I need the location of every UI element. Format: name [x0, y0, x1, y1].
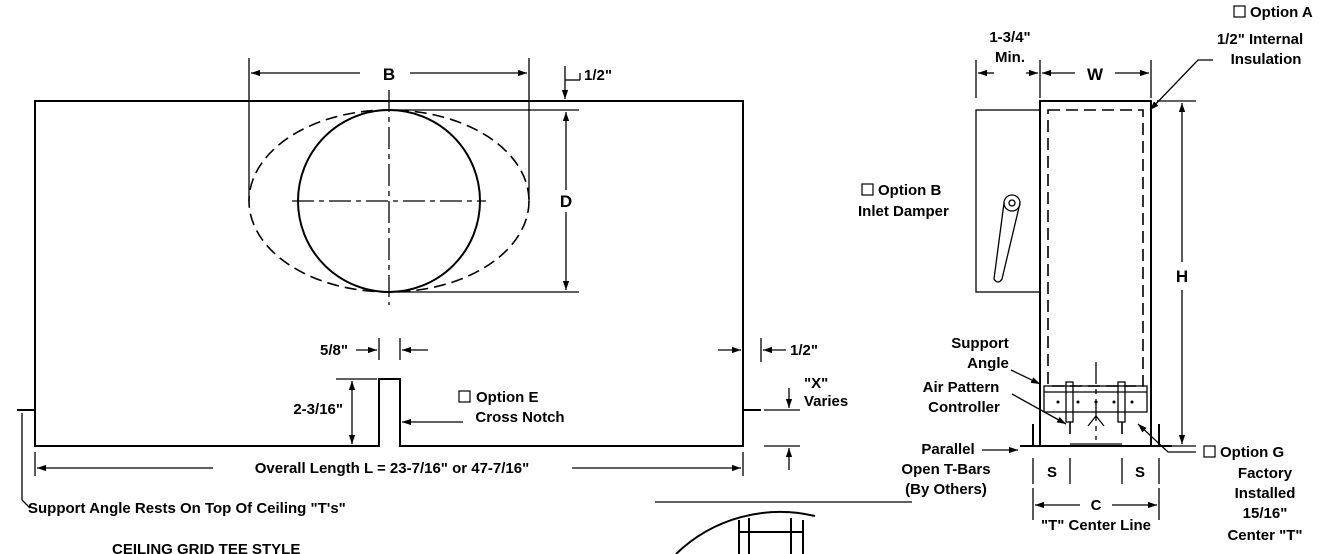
dim-b-label: B	[383, 65, 395, 84]
dim-h-label: H	[1176, 267, 1188, 286]
parallel-line3: (By Others)	[905, 481, 987, 498]
dim-five-eighths-label: 5/8"	[320, 342, 348, 359]
damper-handle	[993, 202, 1021, 283]
dim-min-line1: 1-3/4"	[989, 29, 1030, 46]
dim-s-left: S	[1047, 464, 1057, 481]
air-pattern-leader	[1011, 393, 1067, 425]
front-view: B 1/2" D 5/8" 2-3/16" Option E Cross Not…	[17, 58, 912, 554]
controller-wing-left	[1069, 422, 1123, 440]
controller-blade-right	[1117, 381, 1126, 423]
overall-length-label: Overall Length L = 23-7/16" or 47-7/16"	[255, 460, 529, 477]
dim-half-right-label: 1/2"	[790, 342, 818, 359]
option-g-line4: 15/16"	[1243, 505, 1288, 522]
option-e-line1: Option E	[476, 389, 539, 406]
side-view: Option A 1/2" Internal Insulation 1-3/4"…	[858, 4, 1313, 544]
side-housing	[1039, 100, 1152, 447]
parallel-line2: Open T-Bars	[901, 461, 990, 478]
housing-outline	[34, 100, 744, 447]
damper-pivot-inner	[1008, 199, 1016, 207]
parallel-line1: Parallel	[921, 441, 974, 458]
dim-c-label: C	[1091, 497, 1102, 514]
detail-circle-arc	[675, 510, 816, 554]
option-a-line1: Option A	[1250, 4, 1313, 21]
x-varies-line1: "X"	[804, 375, 828, 392]
inlet-damper-box	[975, 109, 1041, 293]
support-angle-line1: Support	[951, 335, 1009, 352]
dim-d-label: D	[560, 192, 572, 211]
air-pattern-line2: Controller	[928, 399, 1000, 416]
option-e-checkbox	[458, 390, 471, 403]
dim-half-top-label: 1/2"	[584, 67, 612, 84]
option-g-line5: Center "T"	[1227, 527, 1302, 544]
controller-deflector	[1087, 414, 1105, 427]
option-a-checkbox	[1233, 5, 1246, 18]
option-a-line3: Insulation	[1231, 51, 1302, 68]
x-varies-line2: Varies	[804, 393, 848, 410]
internal-insulation	[1047, 109, 1144, 387]
air-pattern-line1: Air Pattern	[923, 379, 1000, 396]
option-g-line2: Factory	[1238, 465, 1293, 482]
option-a-leader	[1149, 59, 1213, 111]
option-e-line2: Cross Notch	[475, 409, 564, 426]
support-angle-note-leader	[21, 413, 31, 509]
dim-notch-height-label: 2-3/16"	[293, 401, 343, 418]
controller-blade-left	[1065, 381, 1074, 423]
dim-min-line2: Min.	[995, 49, 1025, 66]
dim-w-label: W	[1087, 65, 1104, 84]
air-pattern-dots	[1056, 400, 1134, 404]
option-b-line1: Option B	[878, 182, 941, 199]
support-angle-leader	[1010, 369, 1041, 385]
damper-pivot	[1003, 194, 1021, 212]
option-g-leader	[1137, 423, 1196, 453]
option-g-line3: Installed	[1235, 485, 1296, 502]
option-b-line2: Inlet Damper	[858, 203, 949, 220]
support-angle-line2: Angle	[967, 355, 1009, 372]
style-title: CEILING GRID TEE STYLE	[112, 541, 300, 554]
t-center-line-label: "T" Center Line	[1041, 517, 1151, 534]
option-g-line1: Option G	[1220, 444, 1284, 461]
support-angle-note: Support Angle Rests On Top Of Ceiling "T…	[28, 500, 346, 517]
option-g-checkbox	[1203, 445, 1216, 458]
option-a-line2: 1/2" Internal	[1217, 31, 1303, 48]
dim-s-right: S	[1135, 464, 1145, 481]
option-b-checkbox	[861, 183, 874, 196]
